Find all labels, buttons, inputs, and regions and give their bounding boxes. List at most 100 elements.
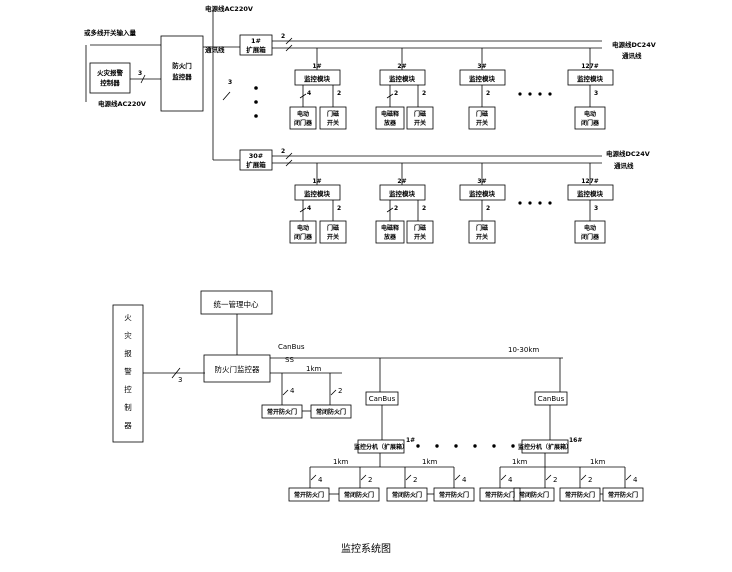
g16-1km-right: 1km	[590, 458, 606, 466]
wire-count-row1-dev5: 2	[486, 90, 490, 97]
row1-dev-slash-1	[299, 93, 307, 99]
expansion-box-1	[239, 34, 273, 56]
row2-device-4-l2: 开关	[414, 233, 426, 241]
g1-slash-1	[310, 474, 317, 481]
row2-device-6	[574, 220, 606, 244]
row2-module-4-name: 监控模块	[577, 189, 604, 198]
g1-door-2	[338, 487, 380, 502]
row2-device-2-l1: 门磁	[327, 224, 339, 232]
row2-dev-slash-1	[299, 207, 307, 213]
row1-device-6-l1: 电动	[584, 110, 596, 118]
row1-device-2	[319, 106, 347, 130]
row1-bus-slash-b	[285, 44, 293, 52]
top-labels: 或多线开关输入量 火灾报警 控制器 电源线AC220V 防火门 监控器 电源线A…	[84, 4, 656, 241]
row1-module-4-name: 监控模块	[577, 74, 604, 83]
vertical-char-2: 灾	[124, 330, 132, 340]
row2-device-2-l2: 开关	[327, 233, 339, 241]
row2-module-2	[379, 184, 426, 201]
row2-device-5-l2: 开关	[476, 233, 488, 241]
g1-door-1-label: 常开防火门	[294, 491, 324, 499]
canbus-box-2-label: CanBus	[538, 395, 565, 403]
g1-1km-right: 1km	[422, 458, 438, 466]
monitor-wire-count-4: 4	[290, 387, 295, 395]
sub-monitor-1-label: 监控分机（扩展箱）	[354, 443, 408, 451]
row2-module-4-num: 127#	[581, 178, 599, 185]
power-24-a-label: 电源线DC24V	[612, 40, 656, 49]
controller-link-slash	[140, 74, 146, 84]
row2-device-3-l2: 放器	[383, 233, 397, 241]
row2-bus-slash-a	[285, 152, 293, 160]
wire-count-row1-dev4: 2	[422, 90, 426, 97]
wire-count-row2-dev4: 2	[422, 205, 426, 212]
g16-door-3-label: 常开防火门	[565, 491, 595, 499]
row1-module-2	[379, 69, 426, 86]
row1-device-4	[406, 106, 434, 130]
row1-device-3-l2: 放器	[383, 119, 397, 127]
wire-count-row1-dev1: 4	[307, 90, 311, 97]
bottom-fire-alarm-controller-box	[112, 304, 144, 443]
row1-module-2-name: 监控模块	[389, 74, 416, 83]
vertical-char-7: 器	[124, 421, 132, 430]
wire-count-riser: 3	[228, 79, 232, 86]
wire-count-row1-a: 2	[281, 33, 285, 40]
expansion-box-30	[239, 149, 273, 171]
bottom-controller-slash	[171, 367, 181, 379]
monitor-1km-label: 1km	[306, 365, 322, 373]
row2-module-4	[567, 184, 614, 201]
row2-device-3	[375, 220, 405, 244]
row1-module-3	[459, 69, 506, 86]
fire-alarm-controller-label-1: 火灾报警	[97, 68, 124, 77]
row1-device-2-l2: 开关	[327, 119, 339, 127]
row2-module-2-num: 2#	[397, 178, 406, 185]
vertical-char-1: 火	[124, 313, 132, 322]
row1-module-3-name: 监控模块	[469, 74, 496, 83]
row1-device-5	[468, 106, 496, 130]
g16-slash-2	[545, 474, 552, 481]
row2-device-6-l1: 电动	[584, 224, 596, 232]
row1-device-1-l2: 闭门器	[294, 119, 313, 127]
riser-slash	[222, 91, 231, 101]
row2-module-2-name: 监控模块	[389, 189, 416, 198]
g1-slash-4	[454, 474, 461, 481]
g16-wire-1: 4	[508, 476, 513, 484]
row2-device-1	[289, 220, 317, 244]
wire-count-row2-dev1: 4	[307, 205, 311, 212]
row2-module-1-num: 1#	[312, 178, 321, 185]
vertical-char-4: 警	[124, 366, 132, 376]
row1-device-6	[574, 106, 606, 130]
wire-count-row1-dev2: 2	[337, 90, 341, 97]
distance-10-30-label: 10-30km	[508, 346, 539, 354]
expansion-box-30-label: 扩展箱	[246, 160, 266, 169]
expansion-box-1-num: 1#	[251, 37, 261, 45]
fire-alarm-controller-box	[89, 62, 131, 94]
g1-wire-3: 2	[413, 476, 417, 484]
wire-count-controller: 3	[138, 70, 142, 77]
row1-module-3-num: 3#	[477, 63, 486, 70]
bottom-labels: 火 灾 报 警 控 制 器 统一管理中心 防火门监控器 CanBus SS 10…	[124, 299, 638, 499]
g1-wire-2: 2	[368, 476, 372, 484]
row2-module-3	[459, 184, 506, 201]
wire-count-row2-dev3: 2	[394, 205, 398, 212]
g1-door-4-label: 常开防火门	[439, 491, 469, 499]
bottom-horizontal-ellipsis	[416, 444, 515, 448]
monitor-door-closed-box	[310, 404, 352, 419]
monitor-door-closed-label: 常闭防火门	[316, 408, 346, 416]
multi-switch-label: 或多线开关输入量	[84, 28, 137, 37]
row2-dev-slash-3	[386, 207, 394, 213]
monitor-local-slash-1	[282, 389, 289, 396]
g16-slash-3	[580, 474, 587, 481]
g16-wire-2: 2	[553, 476, 557, 484]
row1-device-1-l1: 电动	[297, 110, 309, 118]
row2-module-3-name: 监控模块	[469, 189, 496, 198]
row1-module-2-num: 2#	[397, 63, 406, 70]
row1-device-4-l2: 开关	[414, 119, 426, 127]
row2-device-6-l2: 闭门器	[581, 233, 600, 241]
vertical-char-3: 报	[124, 348, 132, 358]
row2-device-4	[406, 220, 434, 244]
sub-monitor-16-index: 16#	[569, 437, 582, 444]
g1-door-3-label: 常闭防火门	[392, 491, 422, 499]
row1-bus-slash-a	[285, 37, 293, 45]
g16-slash-4	[625, 474, 632, 481]
row2-device-2	[319, 220, 347, 244]
